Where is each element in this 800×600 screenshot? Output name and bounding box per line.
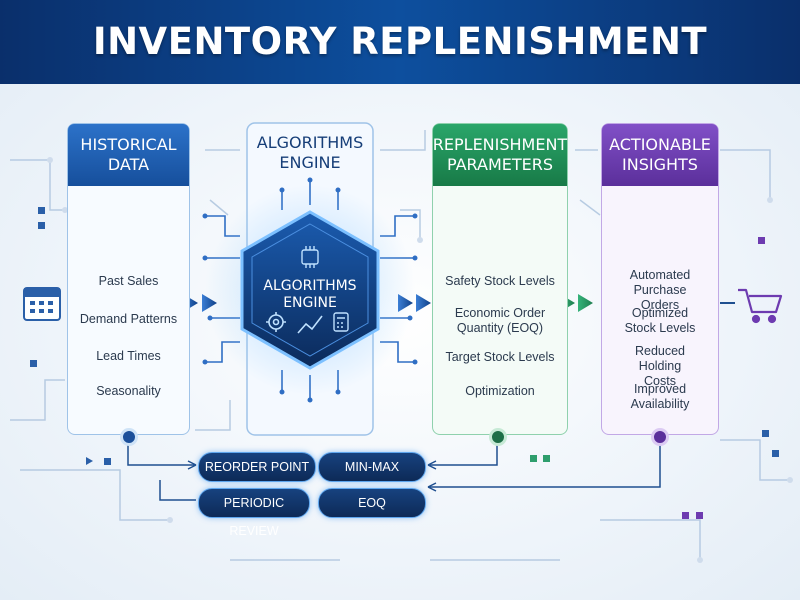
shopping-cart-icon xyxy=(738,288,783,324)
insights-item-optimized-stock: Optimized Stock Levels xyxy=(624,306,696,335)
historical-item-demand-patterns: Demand Patterns xyxy=(79,312,178,326)
historical-item-seasonality: Seasonality xyxy=(96,384,161,398)
parameters-output-node xyxy=(489,428,507,446)
historical-item-lead-times: Lead Times xyxy=(96,349,161,363)
method-periodic-review: PERIODIC REVIEW xyxy=(198,488,310,538)
insights-item-reduced-holding: Reduced Holding Costs xyxy=(634,344,686,388)
trend-icon xyxy=(297,315,323,334)
method-min-max: MIN-MAX xyxy=(318,452,426,482)
method-reorder-point: REORDER POINT (ROP) xyxy=(198,452,316,502)
historical-data-panel: HISTORICAL DATA Past Sales Demand Patter… xyxy=(67,123,190,446)
historical-output-node xyxy=(120,428,138,446)
insights-item-improved-availability: Improved Availability xyxy=(630,382,690,411)
parameters-item-target-stock: Target Stock Levels xyxy=(445,350,555,364)
actionable-insights-header: ACTIONABLE INSIGHTS xyxy=(602,124,718,186)
engine-header: ALGORITHMS ENGINE xyxy=(256,133,364,172)
parameters-item-optimization: Optimization xyxy=(465,384,535,398)
insights-item-automated-po: Automated Purchase Orders xyxy=(629,268,691,312)
historical-item-past-sales: Past Sales xyxy=(98,274,159,288)
engine-core-label: ALGORITHMS ENGINE xyxy=(263,278,357,311)
title-banner xyxy=(0,0,800,84)
replenishment-parameters-panel: REPLENISHMENT PARAMETERS Safety Stock Le… xyxy=(432,123,568,446)
gear-icon xyxy=(266,312,286,332)
replenishment-parameters-header: REPLENISHMENT PARAMETERS xyxy=(433,124,567,186)
method-eoq: EOQ xyxy=(318,488,426,518)
chip-icon xyxy=(301,246,319,268)
insights-output-node xyxy=(651,428,669,446)
calendar-icon xyxy=(23,287,61,321)
calculator-icon xyxy=(333,312,349,332)
parameters-item-safety-stock: Safety Stock Levels xyxy=(445,274,555,288)
actionable-insights-panel: ACTIONABLE INSIGHTS Automated Purchase O… xyxy=(601,123,719,446)
parameters-item-eoq: Economic Order Quantity (EOQ) xyxy=(454,306,546,335)
historical-data-header: HISTORICAL DATA xyxy=(68,124,189,186)
arrow-engine-to-parameters xyxy=(398,294,431,312)
